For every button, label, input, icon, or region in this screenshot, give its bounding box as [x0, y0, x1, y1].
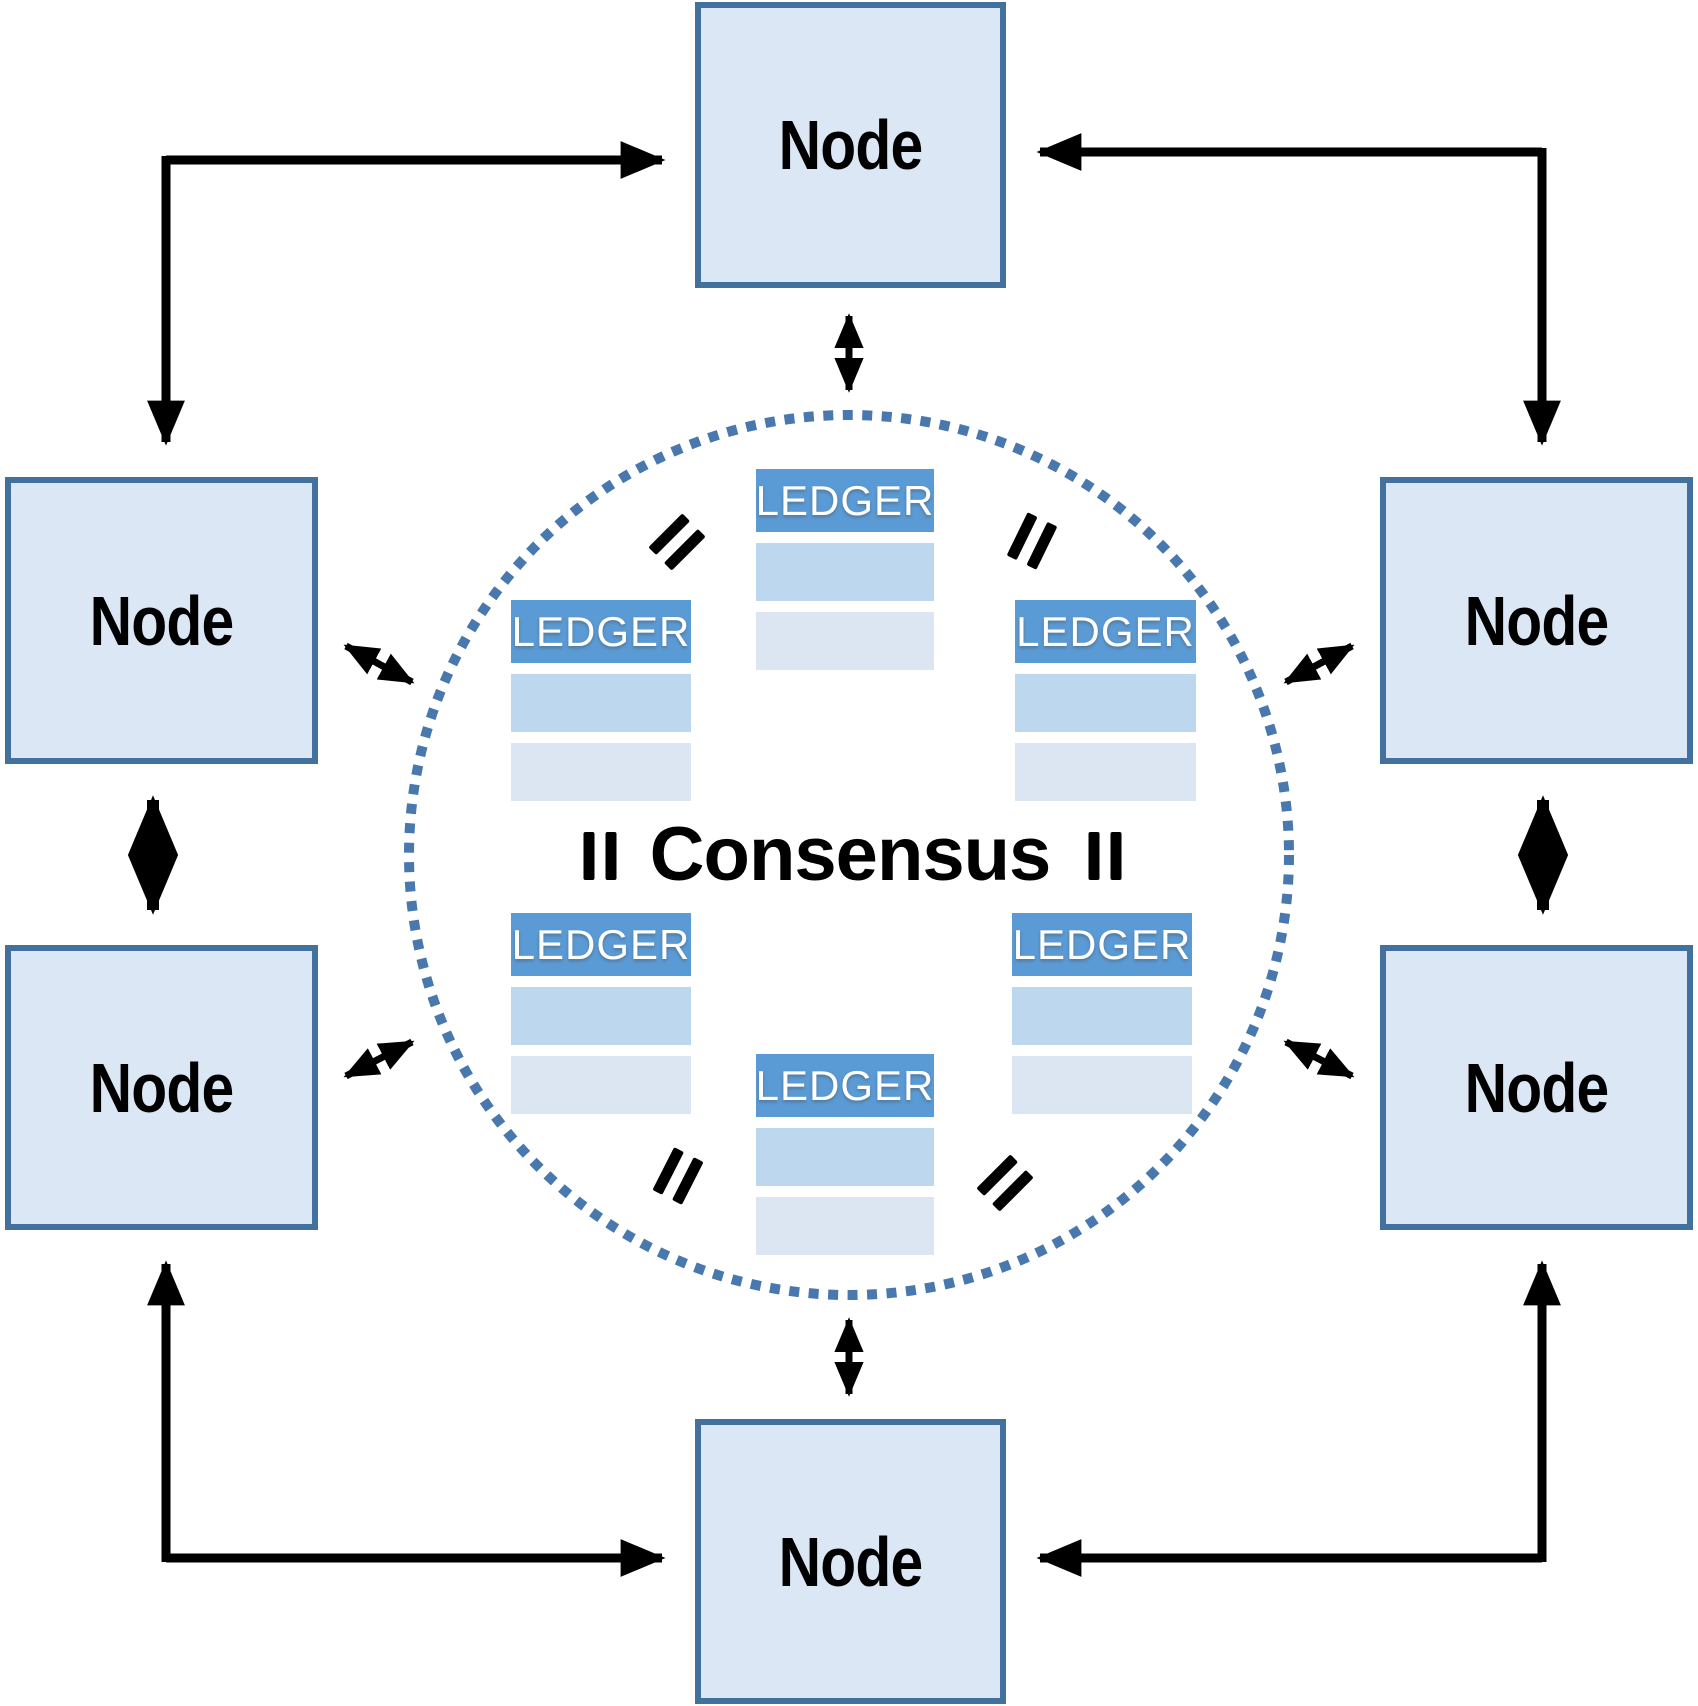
ledger-table-bottom: LEDGER: [756, 1054, 934, 1266]
ledger-row: [756, 612, 934, 670]
ledger-header: LEDGER: [1015, 600, 1196, 663]
arrow-upperleft-node-circle: [343, 642, 415, 686]
consensus-title: Consensus: [649, 812, 1052, 898]
equals-bar: [605, 832, 617, 880]
ledger-header: LEDGER: [1012, 913, 1192, 976]
node-label: Node: [778, 1522, 923, 1601]
ledger-header: LEDGER: [511, 913, 691, 976]
ledger-table-lower-right: LEDGER: [1012, 913, 1192, 1125]
ledger-row: [756, 1197, 934, 1255]
ledger-row: [756, 543, 934, 601]
ledger-row: [511, 674, 691, 732]
equals-bar: [1088, 832, 1100, 880]
equals-icon: [1088, 832, 1122, 880]
connector-upperright-to-top: [1036, 133, 1561, 446]
equals-icon: [583, 832, 617, 880]
node-label: Node: [778, 106, 923, 184]
node-box-upper-left: Node: [5, 477, 318, 764]
consensus-circle-dotted: [404, 410, 1294, 1300]
arrow-lowerleft-node-circle: [343, 1038, 415, 1080]
ledger-table-top: LEDGER: [756, 469, 934, 681]
node-box-upper-right: Node: [1380, 477, 1693, 764]
ledger-row: [1012, 987, 1192, 1045]
ledger-header: LEDGER: [756, 469, 934, 532]
ledger-row: [511, 743, 691, 801]
node-box-top: Node: [695, 2, 1006, 288]
ledger-header: LEDGER: [511, 600, 691, 663]
arrow-lowerright-node-circle: [1283, 1038, 1355, 1080]
node-label: Node: [89, 581, 234, 660]
node-label: Node: [1464, 581, 1609, 660]
arrow-upperright-node-circle: [1283, 642, 1355, 686]
ledger-table-upper-left: LEDGER: [511, 600, 691, 812]
node-box-lower-left: Node: [5, 945, 318, 1230]
connector-lowerright-to-bottom: [1036, 1260, 1561, 1577]
ledger-table-lower-left: LEDGER: [511, 913, 691, 1125]
ledger-table-upper-right: LEDGER: [1015, 600, 1196, 812]
equals-bar: [1110, 832, 1122, 880]
ledger-row: [511, 987, 691, 1045]
equals-bar: [583, 832, 595, 880]
connector-lowerleft-to-bottom: [147, 1260, 666, 1577]
node-box-lower-right: Node: [1380, 945, 1693, 1230]
node-label: Node: [1464, 1048, 1609, 1127]
ledger-row: [1015, 743, 1196, 801]
ledger-row: [1015, 674, 1196, 732]
node-label: Node: [89, 1048, 234, 1127]
ledger-row: [756, 1128, 934, 1186]
ledger-header: LEDGER: [756, 1054, 934, 1117]
connector-upperleft-to-top: [147, 141, 666, 446]
ledger-row: [511, 1056, 691, 1114]
node-box-bottom: Node: [695, 1419, 1006, 1704]
ledger-row: [1012, 1056, 1192, 1114]
